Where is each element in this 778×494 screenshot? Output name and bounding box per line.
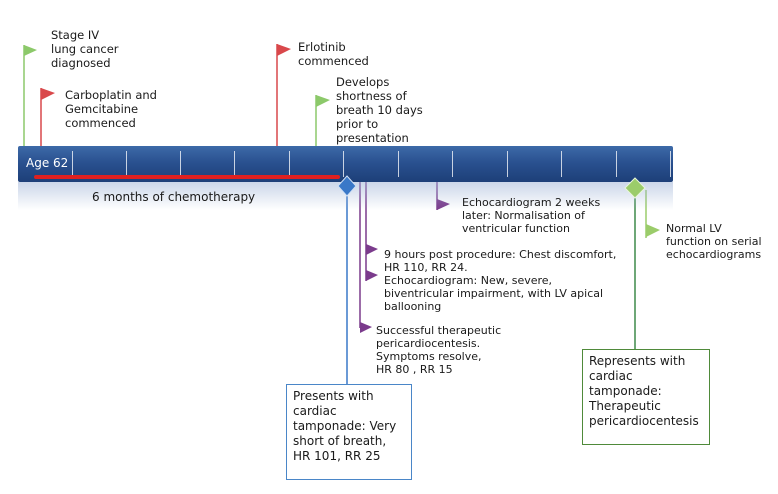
sob-flag bbox=[316, 95, 330, 107]
representation-marker bbox=[624, 177, 646, 199]
echo-new-flag bbox=[366, 270, 378, 281]
timeline-tick bbox=[670, 151, 671, 177]
normal-lv-flag bbox=[646, 224, 660, 237]
chemotherapy-span-label: 6 months of chemotherapy bbox=[92, 190, 256, 204]
timeline-tick bbox=[234, 151, 235, 177]
timeline-start-label: Age 62 bbox=[26, 156, 69, 170]
event-echo-2-weeks: Echocardiogram 2 weeks later: Normalisat… bbox=[462, 196, 601, 235]
timeline-tick bbox=[72, 151, 73, 177]
timeline-tick bbox=[507, 151, 508, 177]
timeline-tick bbox=[616, 151, 617, 177]
event-shortness-of-breath: Develops shortness of breath 10 days pri… bbox=[336, 75, 423, 145]
represents-box: Represents with cardiac tamponade: Thera… bbox=[582, 349, 710, 445]
chemotherapy-span-bar bbox=[34, 175, 340, 179]
timeline-tick bbox=[343, 151, 344, 177]
timeline-tick bbox=[126, 151, 127, 177]
pericardio-flag bbox=[360, 322, 372, 333]
post-9h-flag bbox=[366, 244, 378, 255]
timeline-tick bbox=[180, 151, 181, 177]
presents-box: Presents with cardiac tamponade: Very sh… bbox=[286, 384, 412, 480]
event-carboplatin: Carboplatin and Gemcitabine commenced bbox=[65, 88, 157, 130]
erlotinib-flag bbox=[277, 44, 291, 56]
timeline-tick bbox=[289, 151, 290, 177]
event-echo-new: Echocardiogram: New, severe, biventricul… bbox=[384, 274, 604, 313]
event-9-hours-post: 9 hours post procedure: Chest discomfort… bbox=[384, 248, 617, 274]
presentation-marker bbox=[337, 175, 357, 197]
timeline-tick bbox=[452, 151, 453, 177]
stage-iv-flag bbox=[24, 45, 37, 56]
event-stage-iv: Stage IV lung cancer diagnosed bbox=[51, 28, 119, 70]
event-erlotinib: Erlotinib commenced bbox=[298, 40, 369, 68]
event-normal-lv: Normal LV function on serial echocardiog… bbox=[666, 222, 762, 261]
timeline-tick bbox=[561, 151, 562, 177]
carboplatin-flag bbox=[41, 88, 55, 100]
timeline-tick bbox=[398, 151, 399, 177]
event-pericardiocentesis: Successful therapeutic pericardiocentesi… bbox=[376, 324, 502, 376]
